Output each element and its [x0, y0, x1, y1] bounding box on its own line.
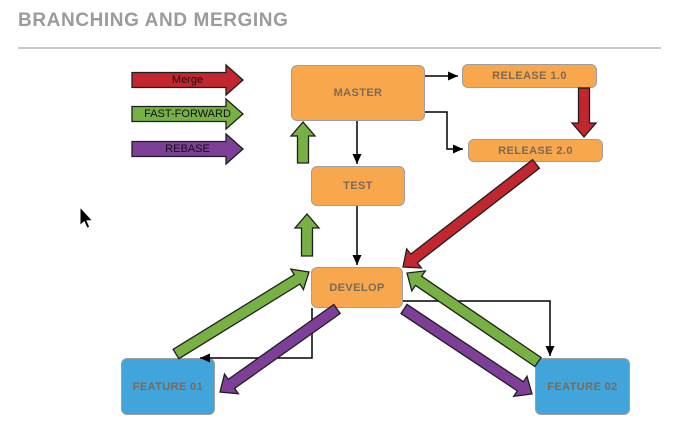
node-test: TEST — [311, 166, 405, 206]
legend-arrow-rebase — [131, 132, 244, 166]
node-feature-01-label: FEATURE 01 — [132, 380, 204, 393]
node-master: MASTER — [291, 65, 425, 121]
arrow-fast-forward-feature-01-to-develop — [172, 268, 310, 360]
arrow-fast-forward-feature-02-to-develop — [406, 270, 543, 368]
mouse-cursor — [79, 205, 94, 229]
arrow-rebase-develop-to-feature-01 — [219, 303, 342, 395]
connector-master-to-release-2-0-arrowhead — [453, 144, 463, 154]
node-feature-01: FEATURE 01 — [121, 358, 215, 415]
connector-master-to-release-2-0 — [425, 111, 463, 150]
legend-label-0: Merge — [171, 74, 204, 86]
node-master-label: MASTER — [333, 87, 383, 99]
arrow-merge-release-2-0-to-develop — [402, 158, 541, 269]
legend-label-2: REBASE — [165, 143, 210, 155]
arrow-merge-release-1-0-to-release-2-0 — [570, 87, 598, 138]
arrow-fast-forward-test-to-master — [289, 121, 317, 164]
node-release-1-0-label: RELEASE 1.0 — [492, 70, 567, 82]
connector-master-to-test-arrowhead — [352, 154, 362, 164]
page-title: BRANCHING AND MERGING — [18, 10, 289, 31]
connector-develop-to-feature-02-arrowhead — [545, 346, 555, 356]
connector-develop-to-feature-01-arrowhead — [200, 353, 210, 363]
arrow-fast-forward-develop-to-test — [293, 213, 321, 257]
node-develop: DEVELOP — [311, 267, 403, 308]
node-release-2-0: RELEASE 2.0 — [468, 139, 603, 162]
node-test-label: TEST — [343, 180, 373, 192]
node-release-2-0-label: RELEASE 2.0 — [498, 144, 573, 157]
connector-test-to-develop-arrowhead — [352, 255, 362, 265]
arrow-rebase-develop-to-feature-02 — [400, 303, 533, 398]
legend-arrow-merge — [131, 63, 244, 97]
node-develop-label: DEVELOP — [329, 281, 385, 294]
connector-master-to-release-1-0-arrowhead — [448, 71, 458, 81]
title-divider — [18, 47, 661, 49]
node-release-1-0: RELEASE 1.0 — [462, 64, 597, 88]
legend-arrow-fast-forward — [131, 97, 244, 131]
node-feature-02-label: FEATURE 02 — [547, 380, 618, 393]
node-feature-02: FEATURE 02 — [535, 358, 630, 415]
legend-label-1: FAST-FORWARD — [144, 108, 231, 120]
